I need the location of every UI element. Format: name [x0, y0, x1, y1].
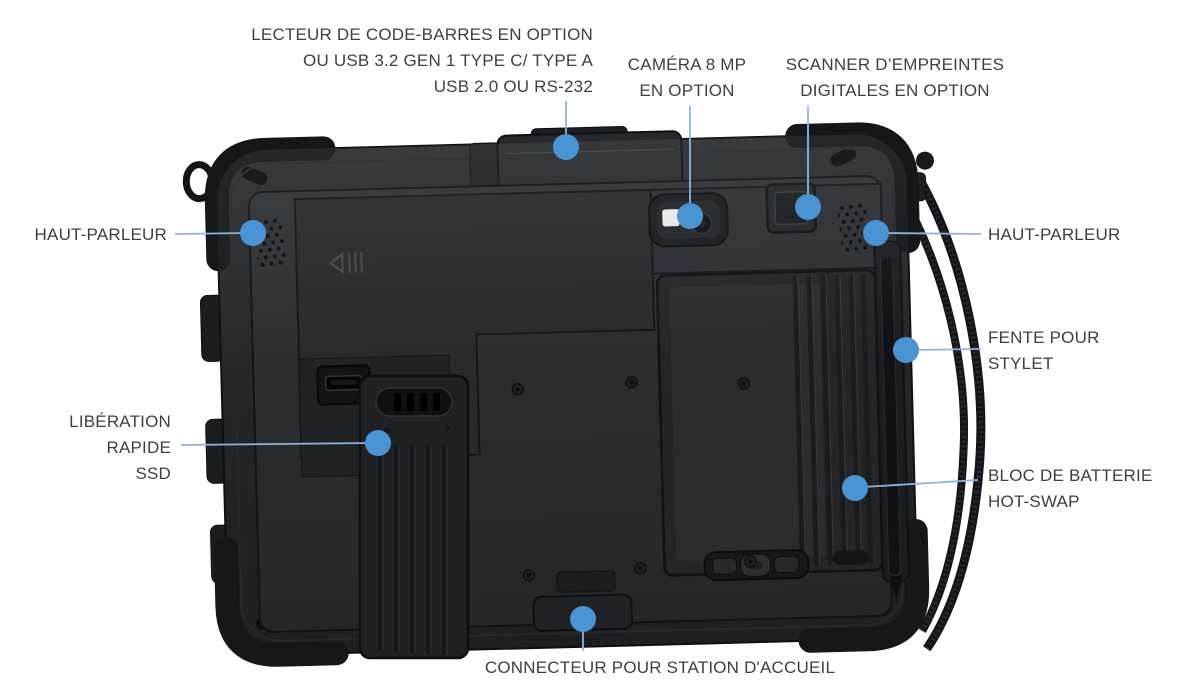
label-fingerprint-scanner: SCANNER D’EMPREINTES DIGITALES EN OPTION [785, 55, 1005, 100]
callout-dot-ssd [365, 430, 391, 456]
leader-lines [174, 101, 982, 651]
leader-line-battery [862, 479, 979, 488]
callout-dot-battery [842, 475, 868, 501]
label-camera: CAMÉRA 8 MP EN OPTION [627, 55, 747, 100]
leader-line-speaker-right [883, 232, 982, 235]
leader-line-speaker-left [174, 232, 249, 235]
hand-strap [890, 151, 986, 652]
callout-dot-barcode [553, 134, 579, 160]
callout-dot-stylus [893, 337, 919, 363]
label-battery: BLOC DE BATTERIE HOT-SWAP [988, 466, 1153, 511]
battery-latch [703, 549, 810, 582]
label-dock-connector: CONNECTEUR POUR STATION D'ACCUEIL [484, 658, 836, 677]
callout-dot-speaker-right [863, 220, 889, 246]
label-speaker-left: HAUT-PARLEUR [34, 225, 167, 244]
label-ssd: LIBÉRATION RAPIDE SSD [69, 412, 171, 483]
label-speaker-right: HAUT-PARLEUR [988, 225, 1121, 244]
battery-pack [655, 268, 884, 582]
leader-line-stylus [913, 348, 982, 351]
callout-dot-speaker-left [240, 220, 266, 246]
ssd-module [358, 374, 470, 660]
callout-dot-camera [677, 203, 703, 229]
label-stylus-slot: FENTE POUR STYLET [988, 328, 1100, 373]
leader-line-ssd [180, 442, 373, 446]
camera-flash [662, 209, 680, 227]
callout-dot-fingerprint [795, 194, 821, 220]
label-barcode-reader: LECTEUR DE CODE-BARRES EN OPTION OU USB … [251, 25, 593, 96]
callout-dot-dock [570, 606, 596, 632]
callout-dots [240, 134, 919, 632]
